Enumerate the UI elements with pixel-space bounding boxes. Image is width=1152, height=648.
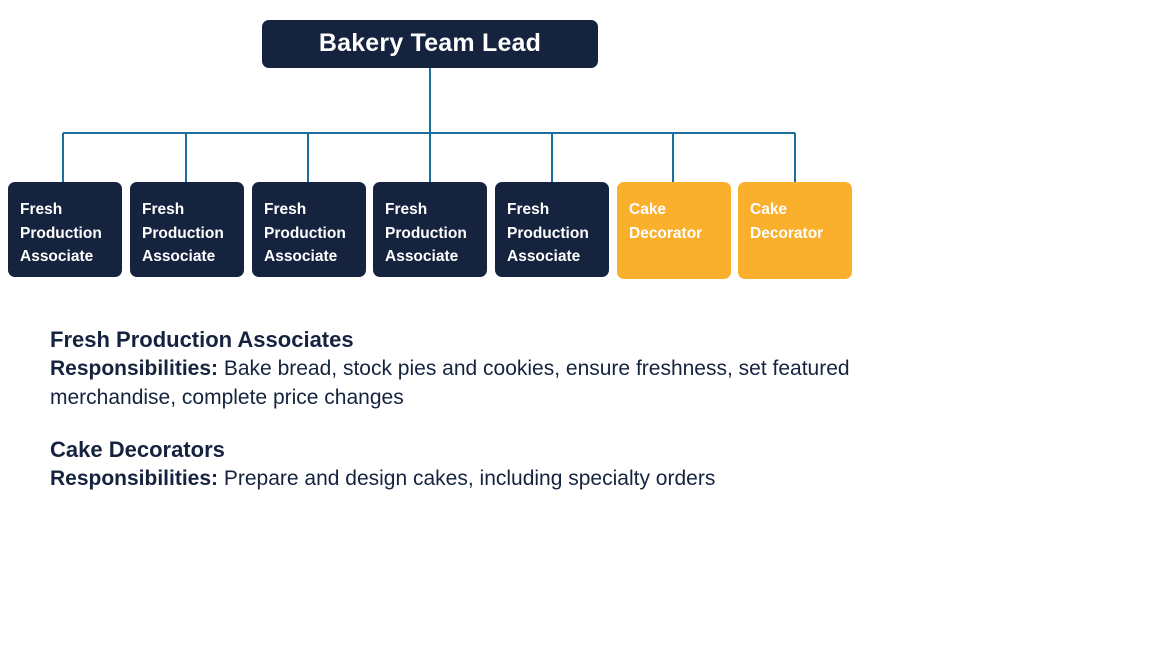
org-node-label: Fresh Production Associate bbox=[385, 201, 467, 266]
description-block-cake-decorators: Cake Decorators Responsibilities: Prepar… bbox=[50, 435, 950, 493]
org-chart: Bakery Team Lead Fresh Production Associ… bbox=[0, 0, 1152, 300]
role-descriptions: Fresh Production Associates Responsibili… bbox=[50, 325, 950, 515]
org-node-fresh-production-associate-2[interactable]: Fresh Production Associate bbox=[130, 182, 244, 277]
description-body: Responsibilities: Bake bread, stock pies… bbox=[50, 354, 950, 413]
org-node-label: Fresh Production Associate bbox=[264, 201, 346, 266]
org-node-label: Fresh Production Associate bbox=[20, 201, 102, 266]
org-node-label: Cake Decorator bbox=[629, 201, 703, 242]
org-node-fresh-production-associate-5[interactable]: Fresh Production Associate bbox=[495, 182, 609, 277]
description-heading: Cake Decorators bbox=[50, 436, 225, 462]
responsibilities-label: Responsibilities: bbox=[50, 466, 219, 490]
description-body: Responsibilities: Prepare and design cak… bbox=[50, 464, 950, 493]
org-node-fresh-production-associate-1[interactable]: Fresh Production Associate bbox=[8, 182, 122, 277]
org-node-bakery-team-lead[interactable]: Bakery Team Lead bbox=[262, 20, 598, 68]
org-node-label: Cake Decorator bbox=[750, 201, 824, 242]
org-node-cake-decorator-1[interactable]: Cake Decorator bbox=[617, 182, 731, 279]
responsibilities-text: Prepare and design cakes, including spec… bbox=[218, 466, 716, 490]
description-block-fresh-production-associates: Fresh Production Associates Responsibili… bbox=[50, 325, 950, 413]
org-node-cake-decorator-2[interactable]: Cake Decorator bbox=[738, 182, 852, 279]
org-node-fresh-production-associate-3[interactable]: Fresh Production Associate bbox=[252, 182, 366, 277]
responsibilities-label: Responsibilities: bbox=[50, 357, 219, 381]
org-node-label: Fresh Production Associate bbox=[142, 201, 224, 266]
org-node-label: Fresh Production Associate bbox=[507, 201, 589, 266]
org-node-label: Bakery Team Lead bbox=[318, 29, 542, 58]
org-node-fresh-production-associate-4[interactable]: Fresh Production Associate bbox=[373, 182, 487, 277]
description-heading: Fresh Production Associates bbox=[50, 327, 354, 352]
responsibilities-text: Bake bread, stock pies and cookies, ensu… bbox=[50, 357, 850, 410]
